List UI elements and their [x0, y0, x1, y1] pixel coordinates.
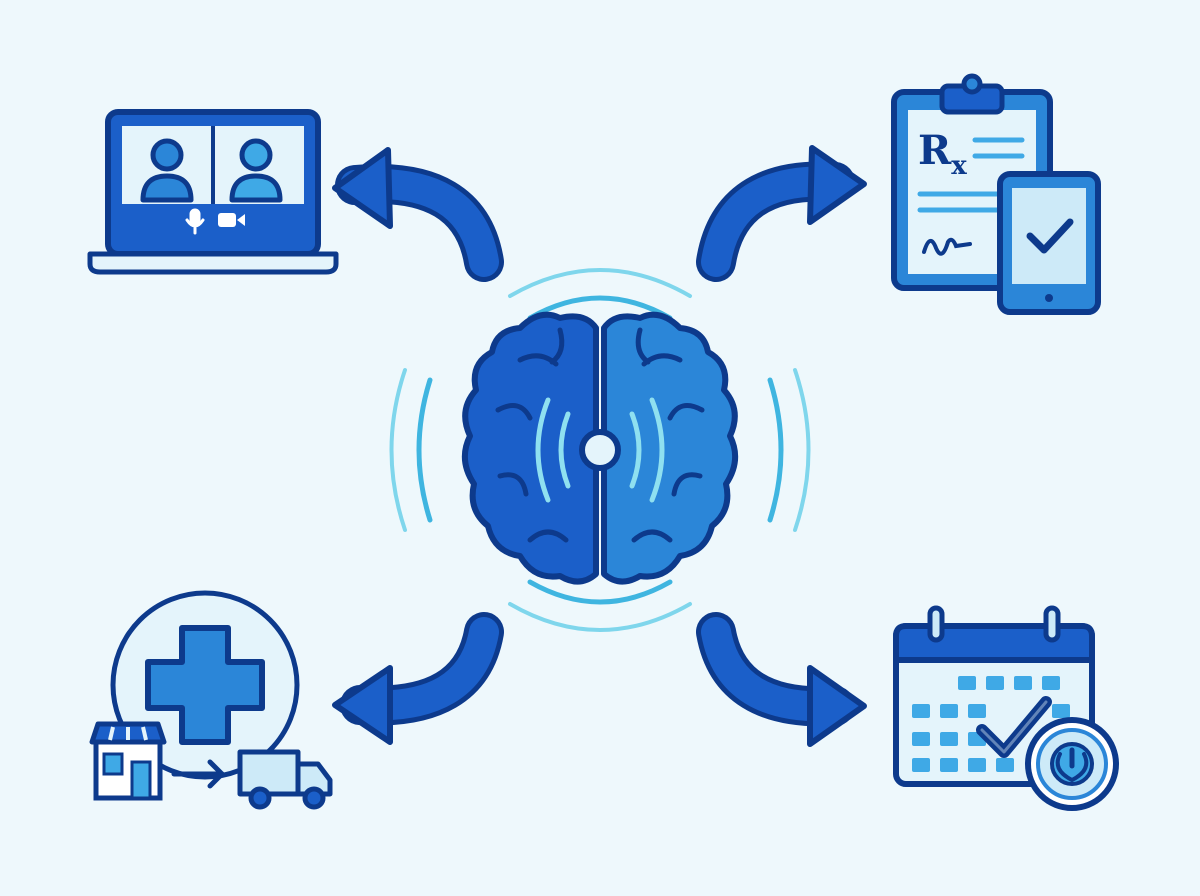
signature-scribble — [922, 237, 972, 256]
calendar-check-clock-icon — [893, 605, 1119, 811]
microphone-icon — [185, 208, 205, 235]
clock-icon — [1025, 717, 1119, 811]
calendar-days — [912, 676, 1070, 772]
pharmacy-store-icon — [89, 721, 167, 801]
arrow-to-telehealth — [332, 147, 504, 282]
check-icon — [1026, 218, 1074, 254]
brain-icon — [461, 311, 739, 585]
pharmacy-delivery-icon — [89, 590, 333, 810]
prescription-clipboard-tablet-icon: Rx — [891, 73, 1101, 315]
tablet-icon — [997, 171, 1101, 315]
arrow-to-e-prescription — [696, 145, 867, 282]
calendar-rings — [927, 605, 1061, 643]
arrow-to-pharmacy-delivery — [332, 612, 504, 745]
brain-center-node — [579, 429, 621, 471]
camera-icon — [218, 213, 245, 227]
medical-cross-icon — [145, 625, 265, 745]
calendar-check-icon — [976, 696, 1052, 758]
rx-symbol: Rx — [918, 127, 967, 181]
brain-left-hemisphere — [461, 311, 599, 585]
arrow-to-scheduling — [696, 612, 867, 747]
delivery-truck-icon — [237, 749, 333, 810]
prescription-lines — [917, 137, 1025, 213]
clipboard-clip — [939, 73, 1005, 115]
delivery-arrow-icon — [171, 759, 225, 789]
brain-right-hemisphere — [601, 311, 739, 585]
brain-signal-arcs — [535, 397, 665, 503]
radiating-waves — [389, 268, 811, 632]
participant-right — [214, 126, 304, 204]
participant-left — [122, 126, 212, 204]
video-call-laptop-icon — [87, 109, 339, 275]
